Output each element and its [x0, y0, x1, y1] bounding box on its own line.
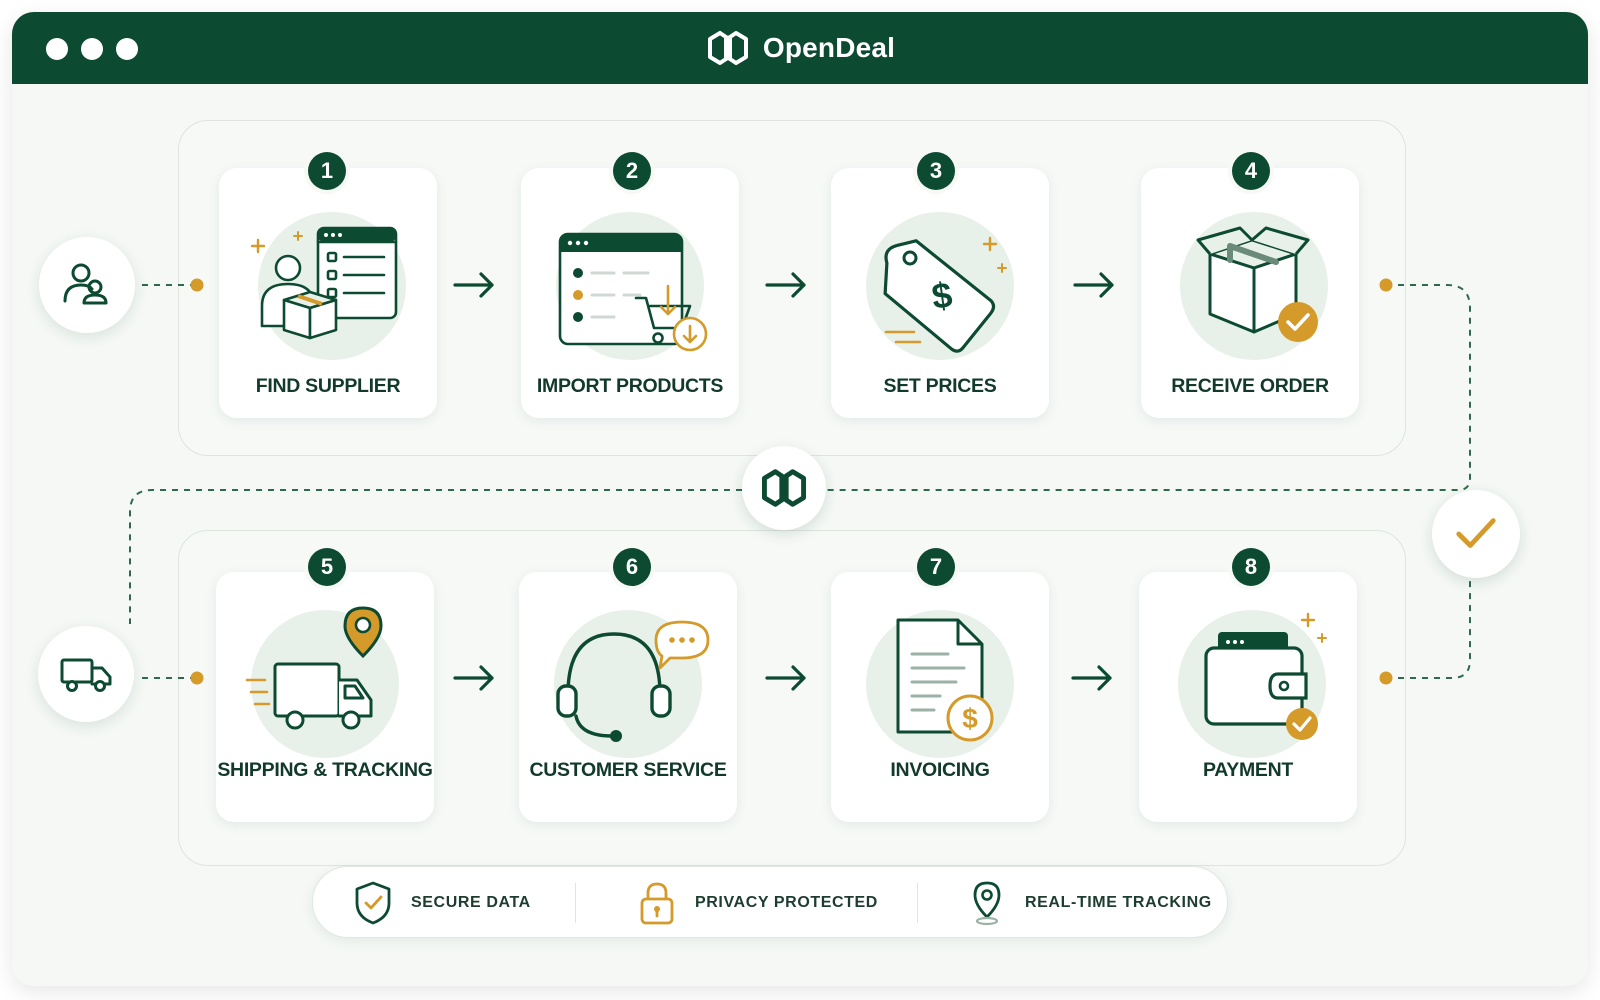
opendeal-hub	[742, 446, 826, 530]
step-number-badge: 8	[1232, 548, 1270, 586]
step-label: PAYMENT	[1202, 759, 1293, 781]
users-icon	[63, 263, 108, 305]
step-card-customer-service[interactable]: CUSTOMER SERVICE	[519, 572, 737, 822]
window-controls	[46, 38, 138, 60]
trust-label: REAL-TIME TRACKING	[1025, 894, 1212, 911]
step-number-badge: 4	[1232, 152, 1270, 190]
step-card-invoicing[interactable]: $ INVOICING	[831, 572, 1049, 822]
step-card-import-products[interactable]: IMPORT PRODUCTS	[521, 168, 739, 418]
step-card-set-prices[interactable]: $ SET PRICES	[831, 168, 1049, 418]
padlock-icon	[640, 882, 674, 925]
brand-name: OpenDeal	[762, 32, 896, 63]
opendeal-logo-icon	[761, 469, 807, 507]
step-number-badge: 1	[308, 152, 346, 190]
step-number-badge: 2	[613, 152, 651, 190]
connector-right-to-hub	[826, 284, 1471, 491]
window-dot-close[interactable]	[46, 38, 68, 60]
step-number-badge: 3	[917, 152, 955, 190]
arrow-right-icon	[765, 272, 806, 298]
location-pin-icon	[973, 881, 1001, 926]
users-circle	[39, 237, 135, 333]
connector-dot	[1379, 278, 1393, 292]
step-card-payment[interactable]: PAYMENT	[1139, 572, 1357, 822]
invoice-icon: $	[866, 610, 1014, 758]
trust-label: SECURE DATA	[411, 894, 531, 911]
step-label: SET PRICES	[883, 375, 997, 397]
step-label: FIND SUPPLIER	[255, 375, 401, 397]
delivery-truck-icon	[245, 606, 399, 758]
app-window: OpenDeal	[12, 12, 1588, 986]
step-label: RECEIVE ORDER	[1171, 375, 1329, 397]
step-label: INVOICING	[890, 759, 990, 781]
supplier-icon	[250, 212, 406, 360]
arrow-right-icon	[1073, 272, 1114, 298]
checkmark-icon	[1456, 518, 1496, 548]
connector-dot	[1379, 671, 1393, 685]
complete-check-circle	[1432, 490, 1520, 578]
brand: OpenDeal	[12, 12, 1588, 84]
arrow-right-icon	[453, 665, 494, 691]
arrow-right-icon	[1071, 665, 1112, 691]
title-bar: OpenDeal	[12, 12, 1588, 84]
svg-text:$: $	[962, 703, 978, 734]
import-products-icon	[556, 212, 708, 360]
arrow-right-icon	[765, 665, 806, 691]
step-number-badge: 6	[613, 548, 651, 586]
window-dot-minimize[interactable]	[81, 38, 103, 60]
trust-item-secure-data: SECURE DATA	[353, 867, 531, 939]
trust-bar: SECURE DATA PRIVACY PROTECTED REAL-TIME …	[312, 866, 1228, 938]
step-card-find-supplier[interactable]: FIND SUPPLIER	[219, 168, 437, 418]
step-number-badge: 7	[917, 548, 955, 586]
price-tag-icon: $	[866, 212, 1014, 360]
step-label: SHIPPING & TRACKING	[217, 759, 433, 781]
flow-connectors	[129, 278, 1471, 685]
connector-right-bottom	[1386, 578, 1471, 679]
step-label: CUSTOMER SERVICE	[529, 759, 727, 781]
trust-divider	[575, 883, 576, 923]
step-number-badge: 5	[308, 548, 346, 586]
order-box-icon	[1180, 212, 1328, 360]
trust-item-privacy-protected: PRIVACY PROTECTED	[637, 867, 878, 939]
step-card-shipping-tracking[interactable]: SHIPPING & TRACKING	[216, 572, 434, 822]
headset-icon	[554, 610, 710, 758]
shield-check-icon	[355, 881, 391, 925]
opendeal-logo-icon	[707, 31, 748, 65]
wallet-icon	[1178, 610, 1327, 758]
truck-icon	[60, 658, 112, 692]
connector-dot	[190, 278, 204, 292]
trust-label: PRIVACY PROTECTED	[695, 894, 878, 911]
step-card-receive-order[interactable]: RECEIVE ORDER	[1141, 168, 1359, 418]
trust-divider	[917, 883, 918, 923]
trust-item-real-time-tracking: REAL-TIME TRACKING	[967, 867, 1212, 939]
connector-dot	[190, 671, 204, 685]
arrow-right-icon	[453, 272, 494, 298]
truck-circle	[38, 626, 134, 722]
window-dot-maximize[interactable]	[116, 38, 138, 60]
step-label: IMPORT PRODUCTS	[536, 375, 724, 397]
connector-hub-to-left	[129, 489, 742, 624]
